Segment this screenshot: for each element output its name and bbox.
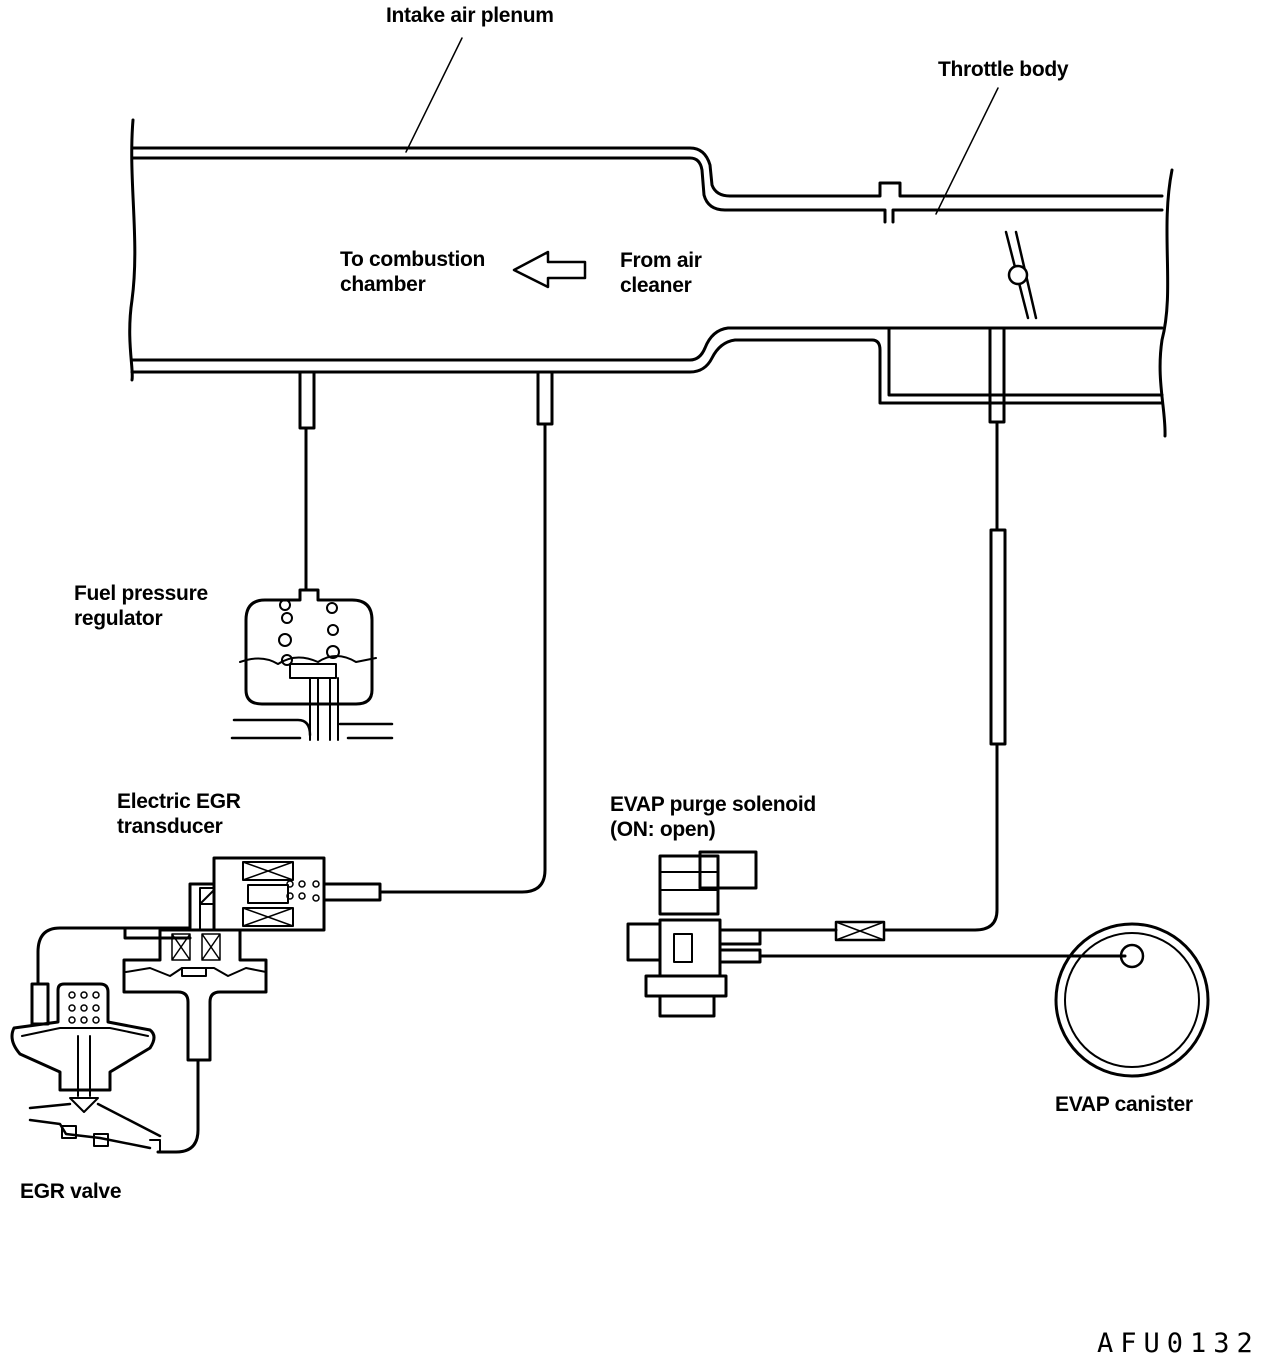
label-to-combustion-2: chamber	[340, 273, 426, 296]
evap-purge-solenoid	[626, 850, 762, 1018]
label-egr-valve: EGR valve	[20, 1180, 122, 1203]
label-from-air-2: cleaner	[620, 274, 692, 297]
vacuum-ports	[298, 326, 1006, 430]
label-from-air-1: From air	[620, 249, 702, 272]
label-fuel-regulator-2: regulator	[74, 607, 163, 630]
inline-filter	[834, 920, 886, 942]
egr-valve	[10, 982, 162, 1153]
evap-canister	[1054, 922, 1210, 1078]
label-egr-transducer-1: Electric EGR	[117, 790, 241, 813]
label-intake-air-plenum: Intake air plenum	[386, 4, 554, 27]
label-evap-solenoid-1: EVAP purge solenoid	[610, 793, 816, 816]
electric-egr-transducer	[122, 856, 382, 1062]
intake-plenum	[128, 118, 1174, 438]
fuel-pressure-regulator	[230, 588, 394, 741]
label-evap-canister: EVAP canister	[1055, 1093, 1193, 1116]
figure-code: AFU0132	[1097, 1328, 1260, 1359]
label-throttle-body: Throttle body	[938, 58, 1069, 81]
label-to-combustion-1: To combustion	[340, 248, 486, 271]
label-fuel-regulator-1: Fuel pressure	[74, 582, 208, 605]
label-evap-solenoid-2: (ON: open)	[610, 818, 716, 841]
leader-lines	[405, 37, 999, 215]
label-egr-transducer-2: transducer	[117, 815, 223, 838]
vacuum-hoses	[36, 420, 1127, 1154]
